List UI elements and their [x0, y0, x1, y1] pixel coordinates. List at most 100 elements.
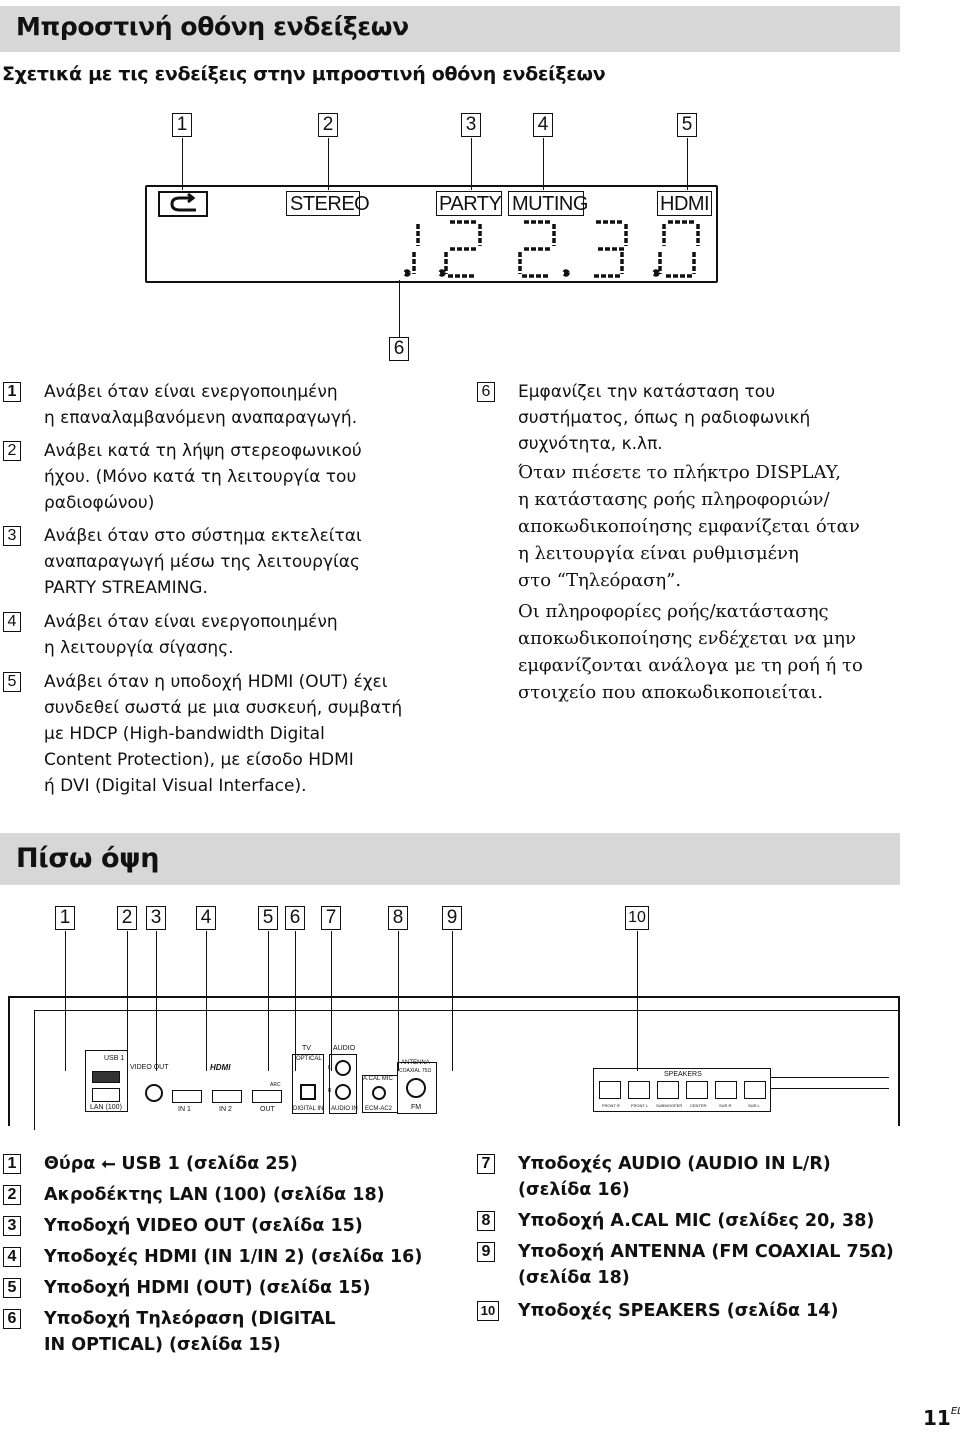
item-number: 2 — [3, 1185, 21, 1205]
callout-3: 3 — [461, 113, 481, 137]
item-number: 7 — [477, 1154, 495, 1174]
usb-label: USB 1 — [104, 1055, 125, 1062]
section-title: Μπροστινή οθόνη ενδείξεων — [16, 12, 409, 41]
hdmi-out-label: OUT — [260, 1106, 275, 1113]
speaker-label-front-l: FRONT L — [631, 1103, 649, 1108]
acal-mic-jack — [372, 1086, 386, 1100]
item-number: 2 — [3, 441, 21, 461]
front-item-6-note-2: Οι πληροφορίες ροής/κατάστασης αποκωδικο… — [518, 601, 863, 703]
speaker-terminal-subwoofer — [657, 1081, 679, 1099]
tv-optical-block — [292, 1054, 324, 1114]
antenna-block — [397, 1062, 437, 1114]
hdmi-in2-port — [212, 1090, 242, 1103]
item-number: 4 — [3, 612, 21, 632]
item-number: 3 — [3, 526, 21, 546]
callout-4: 4 — [196, 906, 216, 930]
item-number: 6 — [477, 382, 495, 402]
video-out-jack — [145, 1084, 163, 1102]
arc-label: ARC — [270, 1082, 281, 1088]
optical-label: OPTICAL — [296, 1056, 322, 1062]
power-cord — [771, 1077, 889, 1089]
muting-indicator: MUTING — [512, 193, 588, 215]
page-number: 11EL — [923, 1406, 960, 1430]
audio-block — [329, 1054, 357, 1114]
callout-5: 5 — [677, 113, 697, 137]
item-number: 10 — [477, 1301, 499, 1321]
section-header-bar — [0, 6, 900, 52]
indicator-box-muting — [508, 191, 584, 216]
hdmi-in2-label: IN 2 — [219, 1106, 232, 1113]
item-number: 4 — [3, 1247, 21, 1267]
item-number: 1 — [3, 1154, 21, 1174]
hdmi-indicator: HDMI — [660, 193, 710, 215]
speaker-terminal-front-l — [628, 1081, 650, 1099]
speaker-terminal-front-r — [599, 1081, 621, 1099]
callout-6: 6 — [285, 906, 305, 930]
item-number: 9 — [477, 1242, 495, 1262]
audio-r-label: R — [328, 1088, 332, 1094]
callout-8: 8 — [388, 906, 408, 930]
section-header-bar — [0, 833, 900, 885]
indicator-box-hdmi — [657, 191, 712, 216]
tv-label: TV — [302, 1045, 311, 1052]
audio-l-label: L — [328, 1065, 331, 1071]
speakers-label: SPEAKERS — [664, 1071, 702, 1078]
audio-label: AUDIO — [333, 1045, 356, 1052]
callout-6: 6 — [389, 337, 409, 361]
audio-r-jack — [335, 1084, 351, 1100]
callout-5: 5 — [258, 906, 278, 930]
party-indicator: PARTY — [439, 193, 502, 215]
repeat-icon — [158, 191, 208, 217]
antenna-jack — [406, 1078, 426, 1098]
usb-lan-block — [85, 1050, 128, 1112]
hdmi-logo: HDMI — [210, 1063, 231, 1072]
speaker-label-sur-r: SUR R — [719, 1103, 732, 1108]
rear-chassis — [8, 996, 900, 1126]
callout-7: 7 — [321, 906, 341, 930]
optical-port — [300, 1084, 316, 1100]
audio-l-jack — [335, 1060, 351, 1076]
front-item-6-note-1: Όταν πιέσετε το πλήκτρο DISPLAY, η κατάσ… — [518, 462, 860, 591]
callout-2: 2 — [318, 113, 338, 137]
coaxial-label: COAXIAL 75Ω — [399, 1068, 432, 1074]
speakers-block — [593, 1068, 771, 1112]
video-out-label: VIDEO OUT — [130, 1064, 169, 1071]
callout-4: 4 — [533, 113, 553, 137]
lan-label: LAN (100) — [90, 1104, 122, 1111]
speaker-label-center: CENTER — [690, 1103, 707, 1108]
segment-digits — [400, 218, 710, 280]
section-title: Πίσω όψη — [16, 843, 160, 874]
fm-label: FM — [411, 1104, 422, 1111]
ecm-label: ECM-AC2 — [365, 1106, 393, 1112]
item-number: 6 — [3, 1309, 21, 1329]
lan-port — [92, 1088, 120, 1102]
hdmi-out-port — [252, 1090, 282, 1103]
hdmi-in1-label: IN 1 — [178, 1106, 191, 1113]
callout-2: 2 — [117, 906, 137, 930]
callout-1: 1 — [55, 906, 75, 930]
acal-mic-label: A.CAL MIC — [363, 1076, 393, 1082]
callout-3: 3 — [146, 906, 166, 930]
item-number: 5 — [3, 1278, 21, 1298]
rear-panel-inner — [34, 1010, 900, 1130]
speaker-label-sur-l: SUR L — [748, 1103, 760, 1108]
speaker-terminal-sur-l — [744, 1081, 766, 1099]
speaker-label-subwoofer: SUBWOOFER — [656, 1103, 683, 1108]
callout-9: 9 — [442, 906, 462, 930]
digital-in-label: DIGITAL IN — [293, 1106, 324, 1112]
item-number: 3 — [3, 1216, 21, 1236]
usb-port — [92, 1071, 120, 1083]
speaker-label-front-r: FRONT R — [602, 1103, 620, 1108]
audio-in-label: AUDIO IN — [331, 1106, 358, 1112]
antenna-label: ANTENNA — [401, 1060, 430, 1066]
hdmi-in1-port — [172, 1090, 202, 1103]
indicator-box-party — [436, 191, 502, 216]
indicator-box-stereo — [286, 191, 360, 216]
display-panel — [145, 185, 718, 283]
section-subtitle: Σχετικά με τις ενδείξεις στην μπροστινή … — [2, 63, 606, 85]
callout-10: 10 — [625, 906, 649, 930]
speaker-terminal-center — [686, 1081, 708, 1099]
item-number: 5 — [3, 672, 21, 692]
stereo-indicator: STEREO — [290, 193, 370, 215]
callout-1: 1 — [172, 113, 192, 137]
